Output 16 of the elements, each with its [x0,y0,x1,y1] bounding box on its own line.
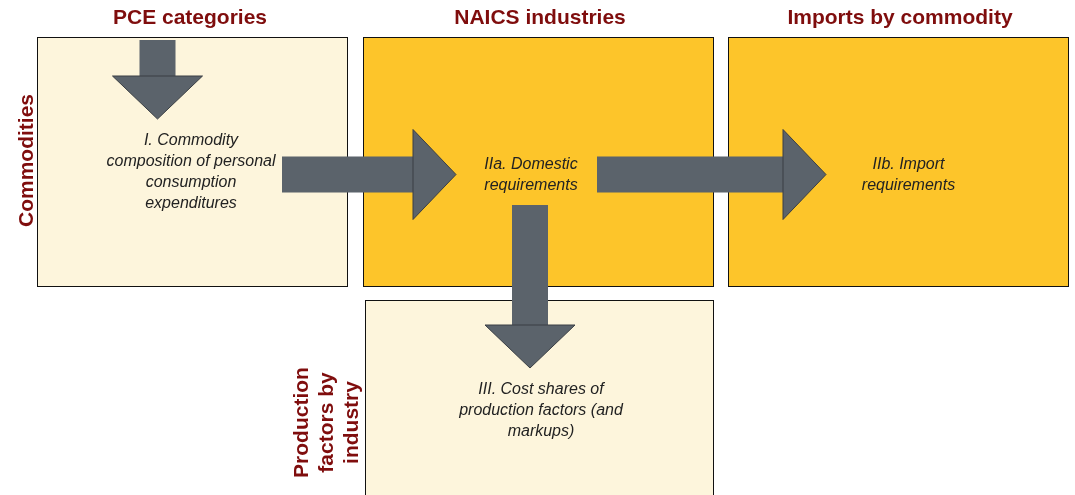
block-arrow [282,129,457,220]
column-title: PCE categories [111,4,269,29]
block-arrow [112,40,203,120]
block-text: IIa. Domestic requirements [483,154,579,195]
axis-title: Production factors by industry [287,366,363,480]
block-text: I. Commodity composition of personal consumption expenditures [105,130,277,213]
block-text: III. Cost shares of production factors (and markups) [458,379,625,441]
matrix-block [728,37,1069,287]
column-title: Imports by commodity [786,4,1014,29]
block-arrow [597,129,827,220]
column-title: NAICS industries [453,4,627,29]
block-text: IIb. Import requirements [860,154,957,195]
block-arrow [484,205,576,369]
axis-title: Commodities [12,93,38,229]
matrix-block [37,37,348,287]
matrix-block [365,300,714,495]
